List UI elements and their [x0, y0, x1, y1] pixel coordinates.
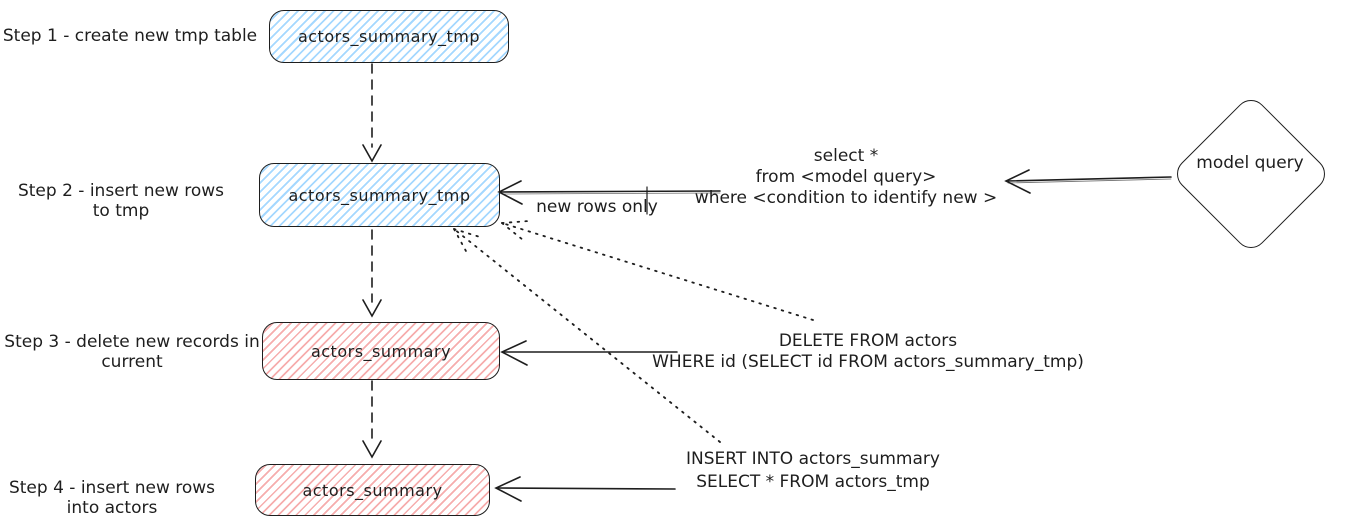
arrow-delete-sql-to-current [500, 340, 678, 366]
dashed-arrow-step3-to-step4 [362, 380, 382, 459]
model-query-sql-text: select * from <model query> where <condi… [695, 146, 997, 209]
arrow-insert-sql-to-actors [494, 476, 676, 502]
insert-sql-line1: INSERT INTO actors_summary [686, 449, 940, 469]
step4-label-line1: Step 4 - insert new rows [8, 478, 216, 498]
step1-label: Step 1 - create new tmp table [3, 26, 257, 46]
node-step2-actors-summary-tmp: actors_summary_tmp [259, 163, 500, 227]
step2-label-line1: Step 2 - insert new rows [17, 181, 225, 201]
step1-label-line1: Step 1 - create new tmp table [2, 26, 258, 46]
model-query-diamond-label: model query [1196, 153, 1304, 173]
delete-sql-line1: DELETE FROM actors [778, 331, 958, 351]
step3-label-line2: current [101, 352, 163, 372]
node-step1-actors-summary-tmp: actors_summary_tmp [269, 10, 509, 63]
step4-label: Step 4 - insert new rows into actors [9, 478, 215, 518]
node-step2-label: actors_summary_tmp [288, 185, 471, 205]
model-query-sql-line3: where <condition to identify new > [694, 188, 998, 208]
step2-label-line2: to tmp [92, 201, 150, 221]
dashed-arrow-step2-to-step3 [362, 229, 382, 318]
step2-label: Step 2 - insert new rows to tmp [18, 181, 224, 221]
delete-sql-line2: WHERE id (SELECT id FROM actors_summary_… [652, 352, 1084, 372]
model-query-sql-line1: select * [813, 146, 879, 166]
insert-sql-line2: SELECT * FROM actors_tmp [696, 472, 930, 492]
new-rows-only-label: new rows only [536, 197, 658, 217]
node-step3-label: actors_summary [310, 341, 452, 361]
node-step4-actors-summary: actors_summary [255, 464, 490, 516]
model-query-sql-line2: from <model query> [755, 167, 937, 187]
node-step3-actors-summary: actors_summary [262, 322, 500, 380]
node-step4-label: actors_summary [302, 480, 443, 500]
dotted-arrow-delete-to-tmp [501, 220, 814, 321]
insert-sql-text: INSERT INTO actors_summary SELECT * FROM… [686, 448, 940, 494]
node-step1-label: actors_summary_tmp [297, 27, 481, 46]
step3-label: Step 3 - delete new records in current [4, 332, 259, 372]
dashed-arrow-step1-to-step2 [362, 63, 382, 163]
delete-sql-text: DELETE FROM actors WHERE id (SELECT id F… [652, 331, 1084, 373]
arrow-diamond-to-sql [1004, 169, 1172, 194]
step3-label-line1: Step 3 - delete new records in [4, 332, 260, 352]
step4-label-line2: into actors [66, 498, 158, 518]
dotted-arrow-insert-to-tmp [453, 228, 721, 443]
